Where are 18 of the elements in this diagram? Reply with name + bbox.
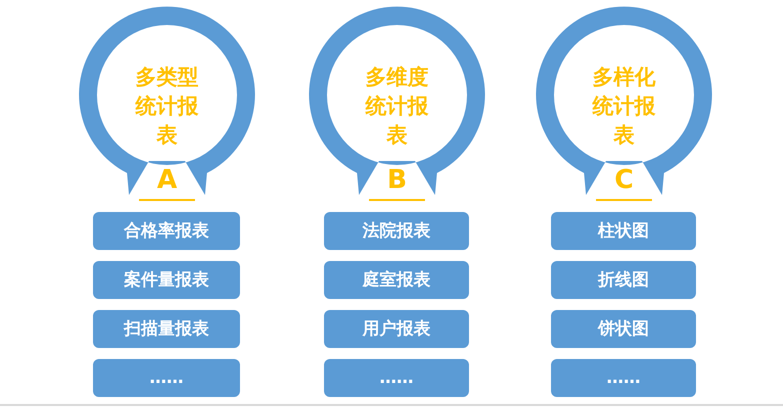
list-box: …… [324,359,469,397]
list-box: 折线图 [551,261,696,299]
list-box: 法院报表 [324,212,469,250]
badge-title: 多类型统计报表 [134,64,200,149]
badge-letter: C [613,165,635,195]
list-box: …… [93,359,240,397]
list-box: 饼状图 [551,310,696,348]
list-box: 柱状图 [551,212,696,250]
list-box: 庭室报表 [324,261,469,299]
list-box: …… [551,359,696,397]
badge-letter: A [156,165,178,195]
list-box: 合格率报表 [93,212,240,250]
list-box: 扫描量报表 [93,310,240,348]
badge-title: 多样化统计报表 [591,64,656,149]
list-box: 用户报表 [324,310,469,348]
badge-letter: B [386,165,408,195]
badge-title: 多维度统计报表 [364,64,430,149]
list-box: 案件量报表 [93,261,240,299]
